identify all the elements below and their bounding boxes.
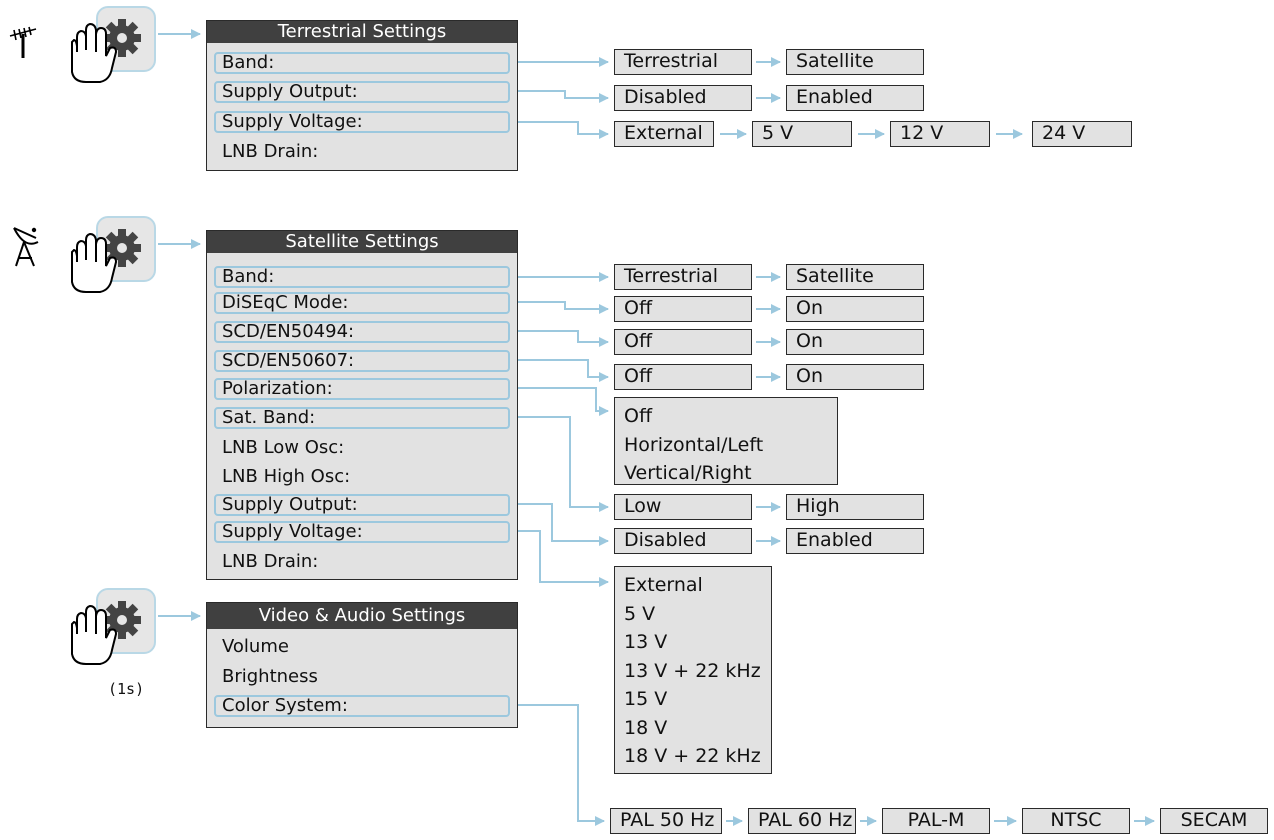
menu-item-band[interactable]: Band: [214,52,510,74]
menu-item-band[interactable]: Band: [214,266,510,288]
option-15v[interactable]: 15 V [624,688,668,710]
hand-press-gear-icon [71,601,141,665]
option-18v-22khz[interactable]: 18 V + 22 kHz [624,745,761,767]
menu-item-supply-output[interactable]: Supply Output: [214,81,510,103]
option-external[interactable]: External [624,574,703,596]
menu-item-supply-voltage[interactable]: Supply Voltage: [214,521,510,543]
option-terrestrial[interactable]: Terrestrial [614,264,752,290]
menu-item-polarization[interactable]: Polarization: [214,378,510,400]
option-high[interactable]: High [786,494,924,520]
option-on[interactable]: On [786,296,924,322]
menu-item-lnb-low-osc[interactable]: LNB Low Osc: [222,437,345,458]
menu-item-brightness[interactable]: Brightness [222,666,318,687]
option-terrestrial[interactable]: Terrestrial [614,49,752,75]
option-12v[interactable]: 12 V [890,121,990,147]
satellite-settings-panel: Satellite Settings Band: DiSEqC Mode: SC… [206,230,518,580]
menu-item-lnb-high-osc[interactable]: LNB High Osc: [222,466,351,487]
option-satellite[interactable]: Satellite [786,49,924,75]
option-low[interactable]: Low [614,494,752,520]
menu-item-lnb-drain[interactable]: LNB Drain: [222,141,319,162]
menu-item-diseqc-mode[interactable]: DiSEqC Mode: [214,292,510,314]
option-pal-60hz[interactable]: PAL 60 Hz [748,808,856,834]
option-18v[interactable]: 18 V [624,716,668,739]
menu-item-sat-band[interactable]: Sat. Band: [214,407,510,429]
option-5v[interactable]: 5 V [752,121,852,147]
option-off[interactable]: Off [614,296,752,322]
option-13v-22khz[interactable]: 13 V + 22 kHz [624,659,761,682]
option-on[interactable]: On [786,364,924,390]
option-external[interactable]: External [614,121,714,147]
option-enabled[interactable]: Enabled [786,85,924,111]
menu-item-supply-output[interactable]: Supply Output: [214,494,510,516]
option-vertical-right[interactable]: Vertical/Right [624,462,752,484]
menu-item-volume[interactable]: Volume [222,636,289,657]
option-off[interactable]: Off [614,329,752,355]
hand-press-gear-icon [71,19,141,83]
option-ntsc[interactable]: NTSC [1022,808,1130,834]
option-5v[interactable]: 5 V [624,602,656,625]
panel-title: Terrestrial Settings [207,21,517,43]
video-audio-settings-panel: Video & Audio Settings Volume Brightness… [206,602,518,728]
option-pal-m[interactable]: PAL-M [882,808,990,834]
menu-item-scd-en50494[interactable]: SCD/EN50494: [214,321,510,343]
satellite-dish-icon [13,227,39,267]
option-satellite[interactable]: Satellite [786,264,924,290]
panel-title: Satellite Settings [207,231,517,253]
antenna-icon [9,26,37,58]
hold-duration-caption: (1s) [108,680,145,698]
polarization-options-list: Off Horizontal/Left Vertical/Right [614,397,838,485]
option-on[interactable]: On [786,329,924,355]
option-enabled[interactable]: Enabled [786,528,924,554]
option-13v[interactable]: 13 V [624,631,668,653]
menu-item-color-system[interactable]: Color System: [214,695,510,717]
option-off[interactable]: Off [614,364,752,390]
menu-item-scd-en50607[interactable]: SCD/EN50607: [214,350,510,372]
supply-voltage-options-list: External 5 V 13 V 13 V + 22 kHz 15 V 18 … [614,566,772,774]
option-secam[interactable]: SECAM [1160,808,1268,834]
terrestrial-settings-panel: Terrestrial Settings Band: Supply Output… [206,20,518,171]
menu-item-supply-voltage[interactable]: Supply Voltage: [214,111,510,133]
panel-title: Video & Audio Settings [207,603,517,629]
option-disabled[interactable]: Disabled [614,85,752,111]
option-off[interactable]: Off [624,405,653,427]
option-pal-50hz[interactable]: PAL 50 Hz [610,808,722,834]
menu-item-lnb-drain[interactable]: LNB Drain: [222,551,319,572]
hand-press-gear-icon [71,229,141,293]
option-horizontal-left[interactable]: Horizontal/Left [624,433,764,456]
option-disabled[interactable]: Disabled [614,528,752,554]
option-24v[interactable]: 24 V [1032,121,1132,147]
